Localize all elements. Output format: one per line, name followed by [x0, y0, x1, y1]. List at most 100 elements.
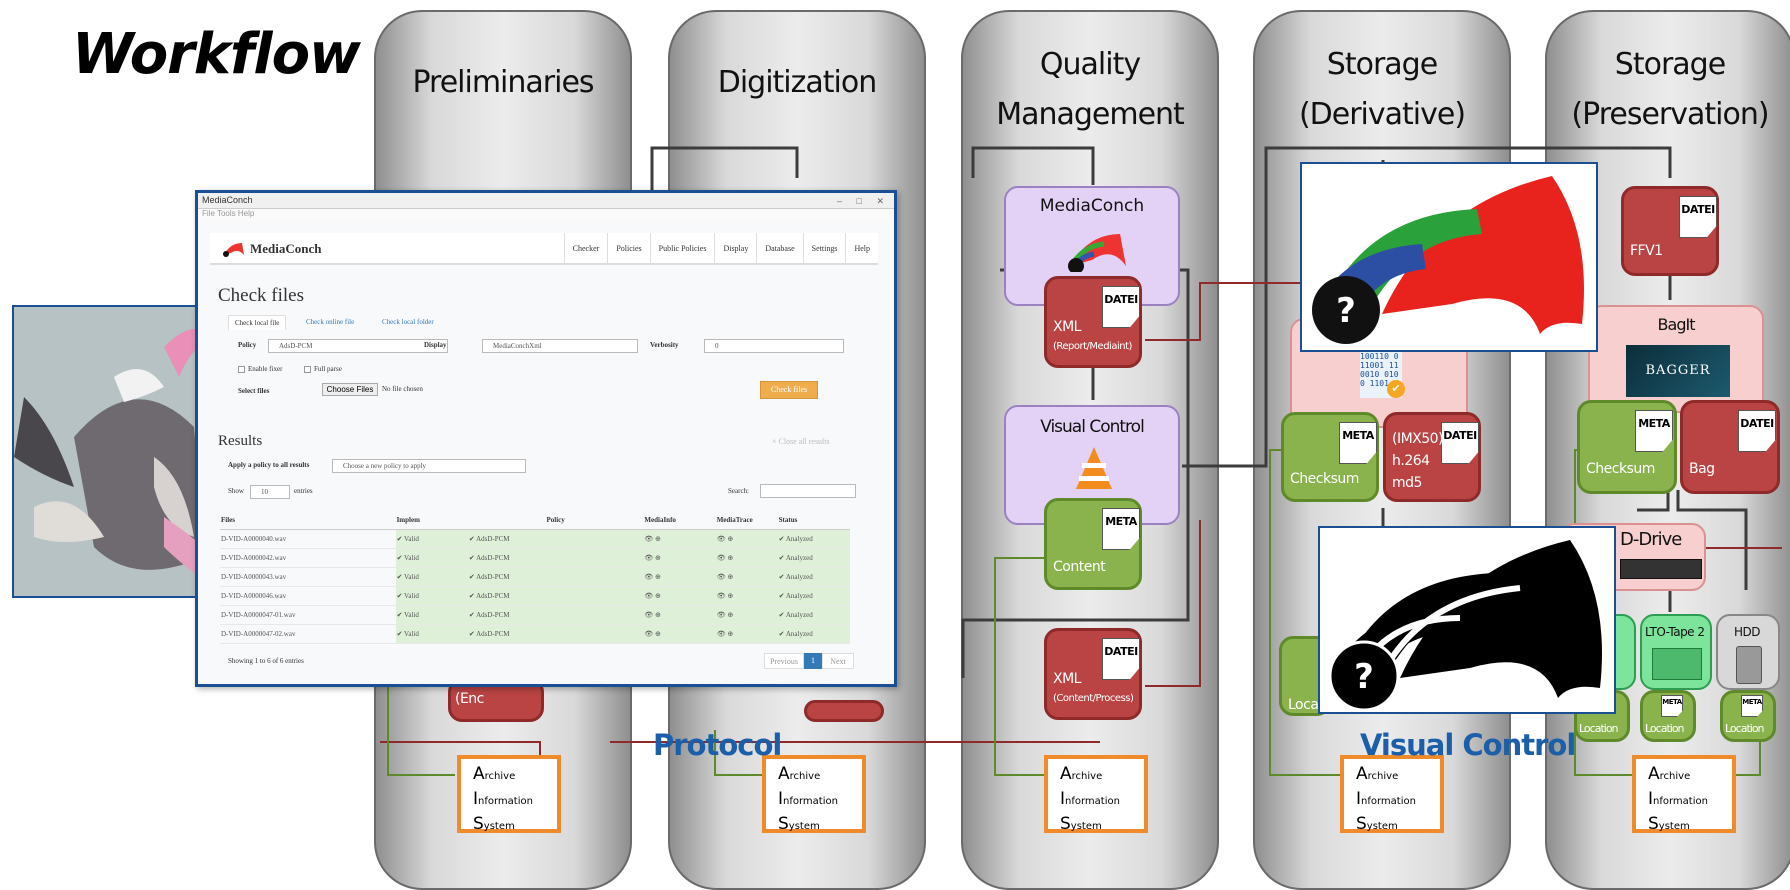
archive-information-system-quality: Archive Information System — [1044, 755, 1148, 834]
visual-control-caption: Visual Control — [1360, 728, 1576, 762]
status-cell: ✔ Analyzed — [777, 624, 850, 644]
check-files-heading: Check files — [218, 285, 305, 306]
lane-title: Preliminaries — [412, 65, 594, 100]
nav-help[interactable]: Help — [845, 233, 878, 265]
file-cell: D-VID-A0000040.wav — [220, 529, 396, 549]
tab-check-online-file[interactable]: Check online file — [306, 318, 355, 326]
col-status[interactable]: Status — [777, 511, 850, 530]
nav-policies[interactable]: Policies — [607, 233, 649, 265]
mediainfo-view-icon[interactable]: 👁 ⊕ — [643, 548, 716, 568]
mediatrace-view-icon[interactable]: 👁 ⊕ — [715, 586, 778, 606]
archive-information-system-digitization: Archive Information System — [762, 755, 866, 834]
menu-bar[interactable]: File Tools Help — [198, 209, 894, 221]
meta-doc-icon: META — [1635, 410, 1673, 452]
enable-fixer-label: Enable fixer — [248, 365, 283, 373]
hdd-node: HDD — [1716, 614, 1780, 690]
archive-information-system-preliminaries: Archive Information System — [457, 755, 561, 834]
mediatrace-view-icon[interactable]: 👁 ⊕ — [715, 529, 778, 549]
md5-label: md5 — [1392, 475, 1422, 491]
policy-cell: ✔ AdsD-PCM — [467, 586, 644, 606]
location-label: Loca — [1288, 697, 1319, 713]
drive-rack-icon — [1620, 559, 1702, 579]
mediainfo-view-icon[interactable]: 👁 ⊕ — [643, 624, 716, 644]
mediaconch-logo-icon — [1067, 234, 1126, 272]
bag-node: DATEI Bag — [1680, 400, 1780, 494]
mediatrace-view-icon[interactable]: 👁 ⊕ — [715, 605, 778, 625]
verbosity-label: Verbosity — [650, 341, 679, 349]
nav-checker[interactable]: Checker — [563, 233, 608, 265]
col-files[interactable]: Files — [220, 511, 396, 530]
policy-label: Policy — [238, 341, 257, 349]
tab-check-local-folder[interactable]: Check local folder — [382, 318, 434, 326]
enc-label: (Enc — [455, 691, 484, 707]
lane-title: Management — [996, 97, 1185, 132]
nav-display[interactable]: Display — [714, 233, 756, 265]
meta-doc-icon: META — [1102, 508, 1140, 550]
policy-cell: ✔ AdsD-PCM — [467, 624, 644, 644]
content-label: Content — [1053, 559, 1106, 575]
table-row: D-VID-A0000043.wav ✔ Valid ✔ AdsD-PCM 👁 … — [220, 567, 850, 587]
visual-control-label: Visual Control — [1040, 417, 1145, 437]
entries-per-page-select[interactable]: 10 — [250, 485, 290, 499]
col-implem[interactable]: Implem — [395, 511, 468, 530]
status-cell: ✔ Analyzed — [777, 548, 850, 568]
mediatrace-view-icon[interactable]: 👁 ⊕ — [715, 567, 778, 587]
check-files-button[interactable]: Check files — [760, 381, 818, 399]
table-row: D-VID-A0000042.wav ✔ Valid ✔ AdsD-PCM 👁 … — [220, 548, 850, 568]
ffv1-node: DATEI FFV1 — [1621, 186, 1719, 276]
svg-text:?: ? — [1354, 657, 1374, 697]
previous-page-button[interactable]: Previous — [764, 653, 804, 669]
xml-label: XML — [1053, 319, 1081, 335]
window-controls[interactable]: – □ ✕ — [837, 196, 890, 206]
datei-doc-icon: DATEI — [1738, 410, 1776, 452]
full-parse-checkbox[interactable] — [304, 366, 311, 373]
window-title-bar: MediaConch – □ ✕ — [198, 193, 894, 209]
nav-database[interactable]: Database — [756, 233, 802, 265]
mediaconch-app-window: MediaConch – □ ✕ File Tools Help MediaCo… — [195, 190, 897, 687]
checksum-derivative-node: META Checksum — [1281, 412, 1379, 502]
archive-information-system-preservation: Archive Information System — [1632, 755, 1736, 834]
lto-tape-2-label: LTO-Tape 2 — [1645, 625, 1705, 639]
mediaconch-bw-logo-icon: ? — [1328, 540, 1602, 712]
col-mediatrace[interactable]: MediaTrace — [715, 511, 778, 530]
choose-files-button[interactable]: Choose Files — [322, 383, 378, 396]
meta-doc-icon: META — [1741, 695, 1763, 717]
policy-select[interactable]: AdsD-PCM — [268, 339, 448, 353]
page-title: Workflow — [72, 22, 361, 87]
mediainfo-view-icon[interactable]: 👁 ⊕ — [643, 567, 716, 587]
tab-check-local-file[interactable]: Check local file — [228, 315, 287, 330]
verbosity-select[interactable]: 0 — [704, 339, 844, 353]
window-title: MediaConch — [202, 195, 253, 205]
location-label: Location — [1645, 722, 1685, 735]
nav-settings[interactable]: Settings — [802, 233, 846, 265]
mediainfo-view-icon[interactable]: 👁 ⊕ — [643, 586, 716, 606]
hard-disk-icon — [1736, 646, 1762, 684]
showing-entries-text: Showing 1 to 6 of 6 entries — [228, 657, 304, 665]
col-mediainfo[interactable]: MediaInfo — [643, 511, 716, 530]
location-label: Location — [1725, 722, 1765, 735]
brand-name[interactable]: MediaConch — [250, 241, 322, 256]
ffv1-label: FFV1 — [1630, 243, 1663, 259]
mediatrace-view-icon[interactable]: 👁 ⊕ — [715, 624, 778, 644]
enable-fixer-checkbox[interactable] — [238, 366, 245, 373]
lane-title: Storage — [1614, 47, 1726, 82]
mediainfo-view-icon[interactable]: 👁 ⊕ — [643, 605, 716, 625]
next-page-button[interactable]: Next — [822, 653, 854, 669]
col-policy[interactable]: Policy — [467, 511, 644, 530]
file-cell: D-VID-A0000047-01.wav — [220, 605, 396, 625]
file-cell: D-VID-A0000042.wav — [220, 548, 396, 568]
results-table: Files Implem Policy MediaInfo MediaTrace… — [220, 511, 850, 644]
close-all-results-link[interactable]: × Close all results — [772, 437, 830, 446]
mediatrace-view-icon[interactable]: 👁 ⊕ — [715, 548, 778, 568]
apply-policy-select[interactable]: Choose a new policy to apply — [332, 459, 526, 473]
meta-doc-icon: META — [1339, 422, 1377, 464]
display-label: Display — [424, 341, 447, 349]
display-select[interactable]: MediaConchXml — [482, 339, 638, 353]
nav-public-policies[interactable]: Public Policies — [649, 233, 715, 265]
location-tape-2-node: META Location — [1640, 690, 1696, 742]
mediainfo-view-icon[interactable]: 👁 ⊕ — [643, 529, 716, 549]
nav-menu: Checker Policies Public Policies Display… — [563, 233, 878, 265]
cartoon-bird-illustration — [14, 307, 210, 596]
page-1-button[interactable]: 1 — [804, 653, 822, 669]
search-input[interactable] — [760, 484, 856, 498]
